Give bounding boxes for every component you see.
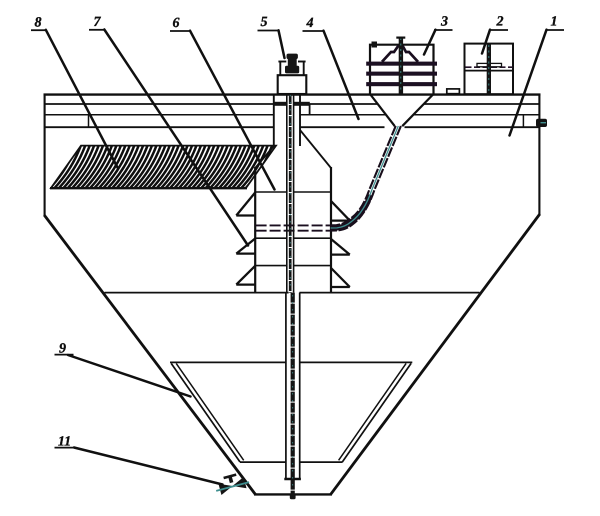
svg-text:3: 3 [440,15,448,30]
svg-text:5: 5 [261,15,268,30]
svg-text:11: 11 [58,435,71,450]
svg-text:1: 1 [551,15,558,30]
svg-text:7: 7 [94,15,102,30]
svg-text:4: 4 [306,16,314,31]
svg-text:9: 9 [59,342,66,357]
svg-text:2: 2 [496,15,504,30]
svg-text:8: 8 [35,16,42,31]
svg-text:6: 6 [173,16,180,31]
